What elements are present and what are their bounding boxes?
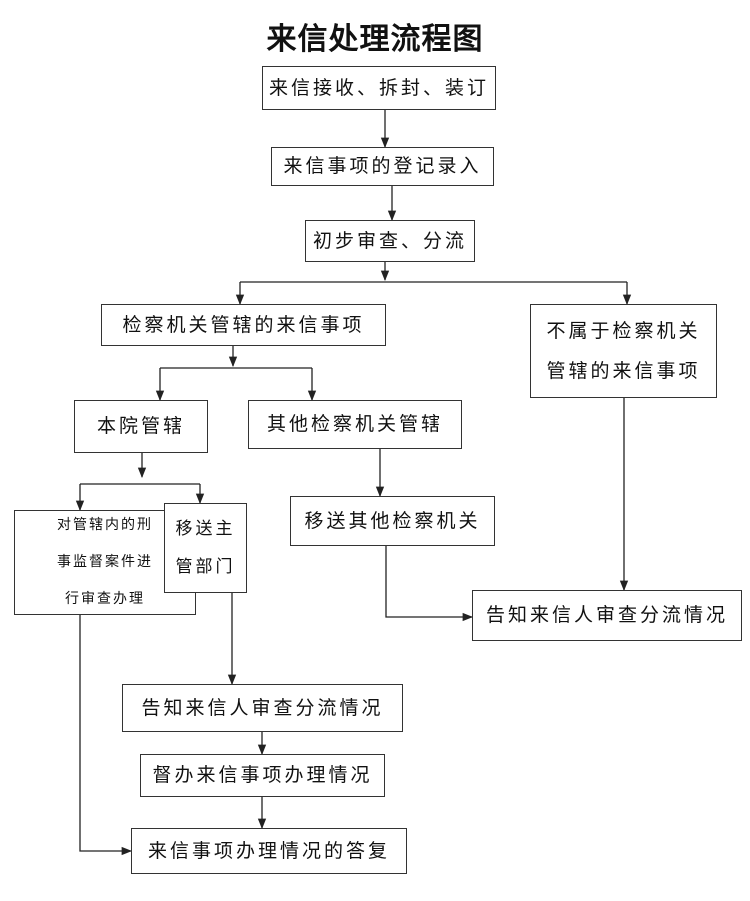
node-notify-center: 告知来信人审查分流情况 [122, 684, 403, 732]
node-notify-right: 告知来信人审查分流情况 [472, 590, 742, 641]
node-procuratorate: 检察机关管辖的来信事项 [101, 304, 386, 346]
node-not-procuratorate-line-2: 管辖的来信事项 [546, 360, 701, 382]
node-not-procuratorate: 不属于检察机关 管辖的来信事项 [530, 304, 717, 398]
node-transfer-dept-line-1: 移送主 [175, 519, 236, 539]
node-other-procuratorate: 其他检察机关管辖 [248, 400, 462, 449]
node-register: 来信事项的登记录入 [271, 147, 494, 186]
node-criminal-line-2: 事监督案件进 [57, 554, 153, 570]
node-reply: 来信事项办理情况的答复 [131, 828, 407, 874]
node-not-procuratorate-line-1: 不属于检察机关 [546, 320, 701, 342]
page-title: 来信处理流程图 [266, 22, 484, 57]
node-transfer-dept-line-2: 管部门 [175, 557, 236, 577]
arrow-criminal-to-reply [79, 615, 133, 856]
arrow-transfer-to-notify-right [385, 546, 474, 622]
node-criminal-line-3: 行审查办理 [65, 591, 145, 607]
node-criminal-line-1: 对管辖内的刑 [57, 517, 153, 533]
node-supervise: 督办来信事项办理情况 [140, 754, 385, 797]
node-transfer-dept: 移送主 管部门 [164, 503, 247, 593]
node-receive: 来信接收、拆封、装订 [262, 66, 496, 110]
node-transfer-other: 移送其他检察机关 [290, 496, 495, 546]
node-this-court: 本院管辖 [74, 400, 208, 453]
node-review: 初步审查、分流 [305, 220, 475, 262]
